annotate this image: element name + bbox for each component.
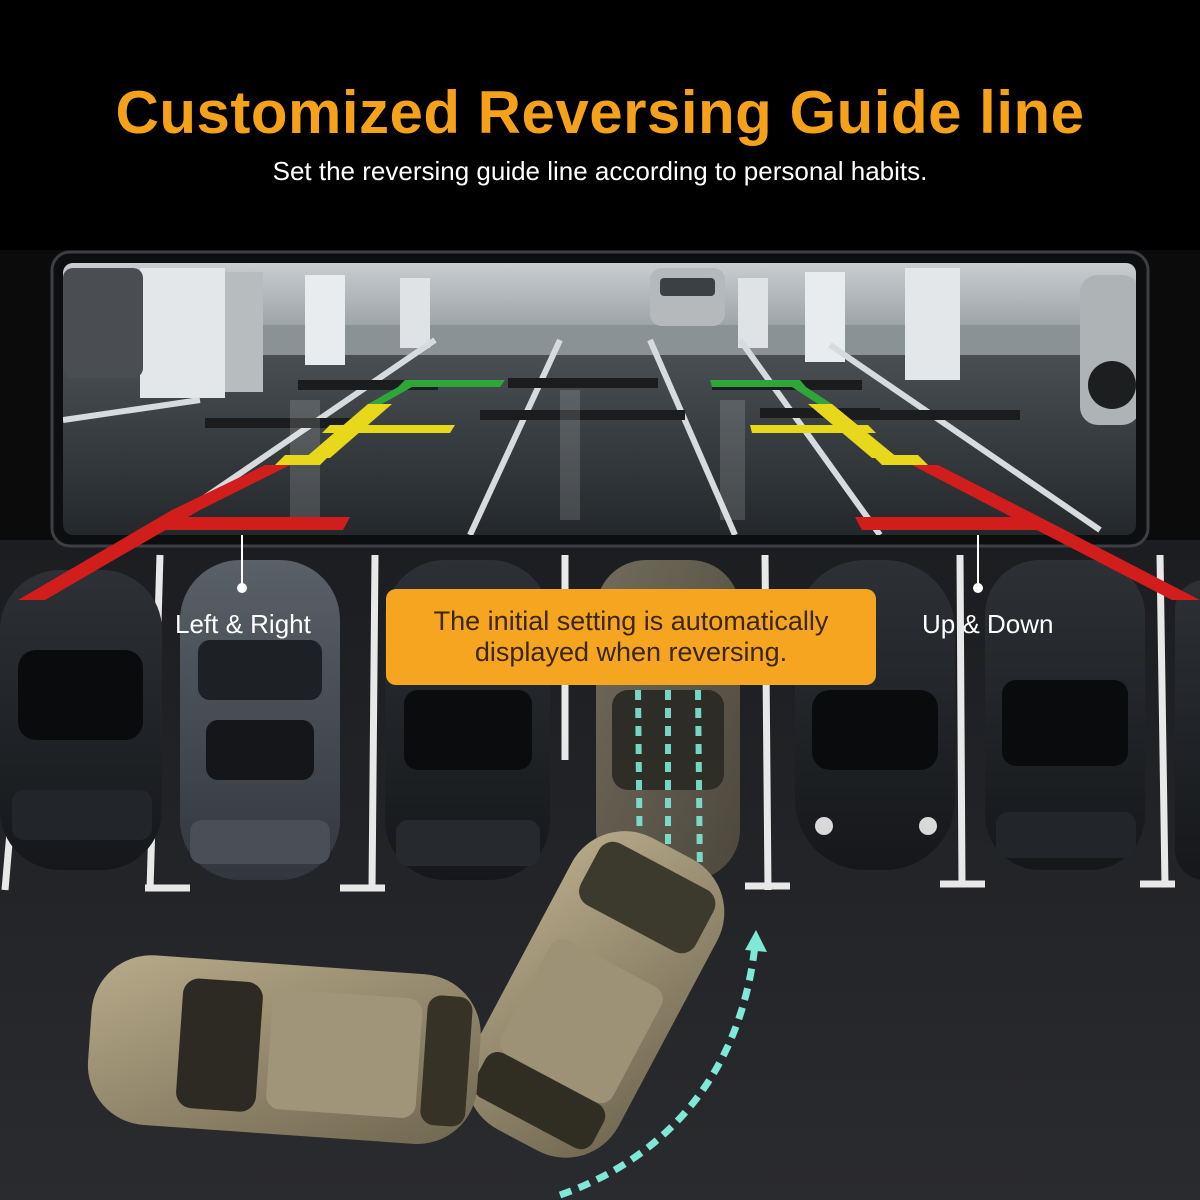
guide-line-red	[18, 465, 1200, 600]
parked-car-1	[0, 570, 162, 870]
parked-car-6	[985, 560, 1145, 870]
guide-line-green	[368, 380, 832, 404]
callout-text: The initial setting is automatically dis…	[433, 606, 829, 667]
parked-car-2	[180, 560, 340, 880]
label-up-down: Up & Down	[922, 609, 1054, 639]
guide-line-yellow	[275, 404, 928, 465]
callout-box: The initial setting is automatically dis…	[386, 589, 876, 685]
mirror-screen	[63, 263, 1136, 535]
pointer-left	[237, 535, 247, 593]
label-left-right: Left & Right	[175, 609, 311, 639]
page-subtitle: Set the reversing guide line according t…	[272, 156, 928, 186]
page-title: Customized Reversing Guide line	[115, 79, 1085, 146]
straight-reverse-arrows	[635, 689, 703, 881]
moving-car	[87, 955, 481, 1144]
header: Customized Reversing Guide line Set the …	[0, 0, 1200, 250]
parked-car-7	[1175, 580, 1200, 880]
turning-car	[466, 831, 725, 1158]
curved-arrow-head	[745, 930, 767, 952]
pointer-right	[973, 535, 983, 593]
curved-reverse-arrow	[558, 944, 759, 1199]
